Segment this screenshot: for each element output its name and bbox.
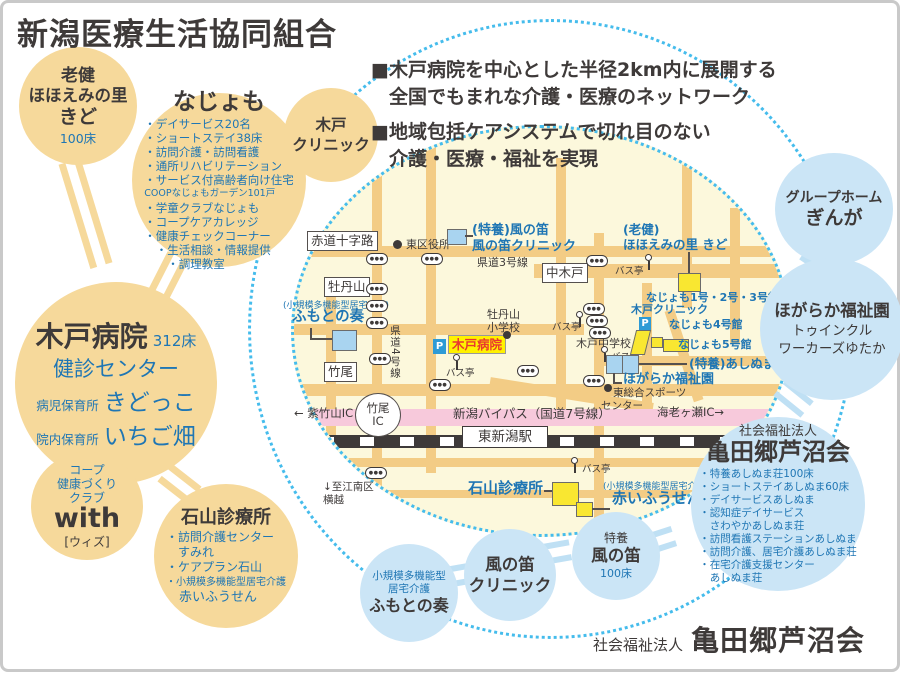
club-label: コープ (69, 462, 105, 477)
circle-kameda: 社会福祉法人 亀田郷芦沼会 ・特養あしぬま荘100床 ・ショートステイあしぬま6… (691, 417, 865, 591)
facility-name: ほがらか福祉園 (774, 301, 890, 320)
square-bullet-icon: ■ (371, 121, 389, 143)
service-item: ・小規模多機能型居宅介護 (166, 577, 286, 588)
facility-name: 風の笛 (591, 546, 641, 565)
circle-hogaraka: ほがらか福祉園 トゥインクル ワーカーズゆたか (760, 258, 900, 400)
connector-rouken-hospital (58, 158, 113, 269)
circle-ishiyama: 石山診療所 ・訪問介護センター すみれ ・ケアプラン石山 ・小規模多機能型居宅介… (154, 484, 298, 628)
service-item: ・訪問介護センター (166, 530, 275, 544)
road-kendo3 (294, 246, 788, 257)
service-item: 赤いふうせん (166, 590, 258, 605)
circle-najomo: なじょも ・デイサービス20名 ・ショートステイ38床 ・訪問介護・訪問看護 ・… (132, 88, 306, 271)
service-item: すみれ (166, 545, 215, 559)
checkup-center: 健診センター (53, 357, 179, 381)
circle-fumoto: 小規模多機能型 居宅介護 ふもとの奏 (360, 544, 458, 642)
service-item: COOPなじょもガーデン101戸 (144, 187, 276, 199)
circle-with-club: コープ 健康づくり クラブ with [ウィズ] (31, 452, 143, 560)
circle-kido-clinic: 木戸 クリニック (284, 88, 378, 182)
facility-name: ふもとの奏 (369, 596, 449, 615)
road (682, 148, 692, 308)
service-item: ・特養あしぬま荘100床 (699, 467, 814, 480)
circle-kaze-clinic: 風の笛 クリニック (464, 529, 556, 621)
facility-type: 老健 (61, 65, 95, 86)
facility-name: 木戸病院 (35, 320, 148, 353)
square-bullet-icon: ■ (371, 59, 389, 81)
service-item: さわやかあしぬま荘 (699, 519, 805, 532)
service-item: ・ケアプラン石山 (166, 560, 263, 574)
facility-name: ぎんが (805, 207, 863, 229)
club-label: 健康づくり (56, 476, 117, 491)
footer-org: 社会福祉法人 亀田郷芦沼会 (593, 619, 865, 659)
road (534, 264, 788, 278)
circle-ginga: グループホーム ぎんが (775, 153, 893, 265)
road (594, 356, 788, 366)
service-item: ・コープケアカレッジ (144, 214, 259, 229)
headline-text: 木戸病院を中心とした半径2km内に展開する全国でもまれな介護・医療のネットワーク (388, 59, 777, 108)
road (426, 128, 436, 473)
nursery-label: 病児保育所 (36, 398, 99, 413)
facility-name: with (53, 502, 121, 534)
headline-item: ■ 木戸病院を中心とした半径2km内に展開する全国でもまれな介護・医療のネットワ… (371, 57, 777, 111)
facility-name: 亀田郷芦沼会 (706, 437, 850, 466)
facility-type: 特養 (603, 531, 628, 545)
facility-name: なじょも (173, 88, 265, 115)
hospital-title-row: 木戸病院 312床 (36, 315, 197, 355)
facility-name: 石山診療所 (181, 507, 271, 528)
service-item: ・デイサービスあしぬま (699, 493, 815, 506)
org-type: 社会福祉法人 (593, 636, 684, 654)
facility-name: きど (58, 105, 97, 128)
service-item: ・学童クラブなじょも (144, 200, 260, 215)
headline-block: ■ 木戸病院を中心とした半径2km内に展開する全国でもまれな介護・医療のネットワ… (371, 57, 777, 173)
org-name: 亀田郷芦沼会 (691, 624, 866, 657)
service-item: ・ショートステイ38床 (144, 130, 263, 145)
nursery-name: きどっこ (103, 390, 196, 416)
facility-type: 居宅介護 (388, 583, 430, 595)
facility-name: トゥインクル (791, 323, 873, 339)
club-label: クラブ (68, 490, 105, 505)
service-item: ・デイサービス20名 (144, 116, 251, 131)
service-item: ・生活相談・情報提供 (144, 242, 271, 257)
service-item: ・認知症デイサービス (699, 506, 805, 519)
service-item: ・通所リハビリテーション (144, 158, 283, 173)
service-item: ・健康チェックコーナー (144, 228, 271, 243)
service-item: ・サービス付高齢者向け住宅 (144, 172, 294, 187)
facility-name: ほほえみの里 (28, 85, 128, 105)
circle-kido-hospital: 木戸病院 312床 健診センター 病児保育所 きどっこ 院内保育所 いちご畑 (15, 282, 217, 484)
niigata-bypass-road (294, 409, 788, 426)
bed-count: 100床 (600, 567, 632, 580)
service-item: あしぬま荘 (699, 571, 763, 584)
nursery-label: 院内保育所 (36, 432, 99, 447)
road (294, 458, 788, 467)
circle-rouken-hohoemi: 老健 ほほえみの里 きど 100床 (19, 47, 137, 165)
headline-item: ■ 地域包括ケアシステムで切れ目のない介護・医療・福祉を実現 (371, 119, 777, 173)
facility-reading: [ウィズ] (64, 534, 110, 549)
service-item: ・訪問看護ステーションあしぬま (699, 532, 857, 545)
nursery-name: いちご畑 (103, 424, 196, 450)
service-item: ・訪問介護、居宅介護あしぬま荘 (699, 545, 857, 558)
road (294, 490, 788, 498)
facility-name: 木戸 クリニック (292, 116, 370, 154)
nursery-row: 院内保育所 いちご畑 (36, 417, 196, 451)
facility-name: ワーカーズゆたか (778, 341, 886, 357)
road (294, 324, 584, 335)
service-item: ・在宅介護支援センター (699, 558, 815, 571)
road (326, 278, 336, 534)
service-item: ・訪問介護・訪問看護 (144, 144, 260, 159)
nursery-row: 病児保育所 きどっこ (36, 383, 196, 417)
headline-text: 地域包括ケアシステムで切れ目のない介護・医療・福祉を実現 (388, 121, 711, 170)
bed-count: 100床 (59, 130, 97, 146)
facility-name: 風の笛 クリニック (468, 555, 552, 595)
page-title: 新潟医療生活協同組合 (17, 17, 337, 53)
service-item: ・ショートステイあしぬま60床 (699, 480, 850, 493)
facility-type: グループホーム (785, 190, 883, 206)
service-item: ・調理教室 (144, 256, 225, 271)
org-type: 社会福祉法人 (738, 423, 817, 439)
road (556, 158, 566, 418)
facility-type: 小規模多機能型 (372, 570, 446, 582)
circle-kaze-tokuyo: 特養 風の笛 100床 (572, 512, 660, 600)
bed-count: 312床 (152, 332, 197, 350)
